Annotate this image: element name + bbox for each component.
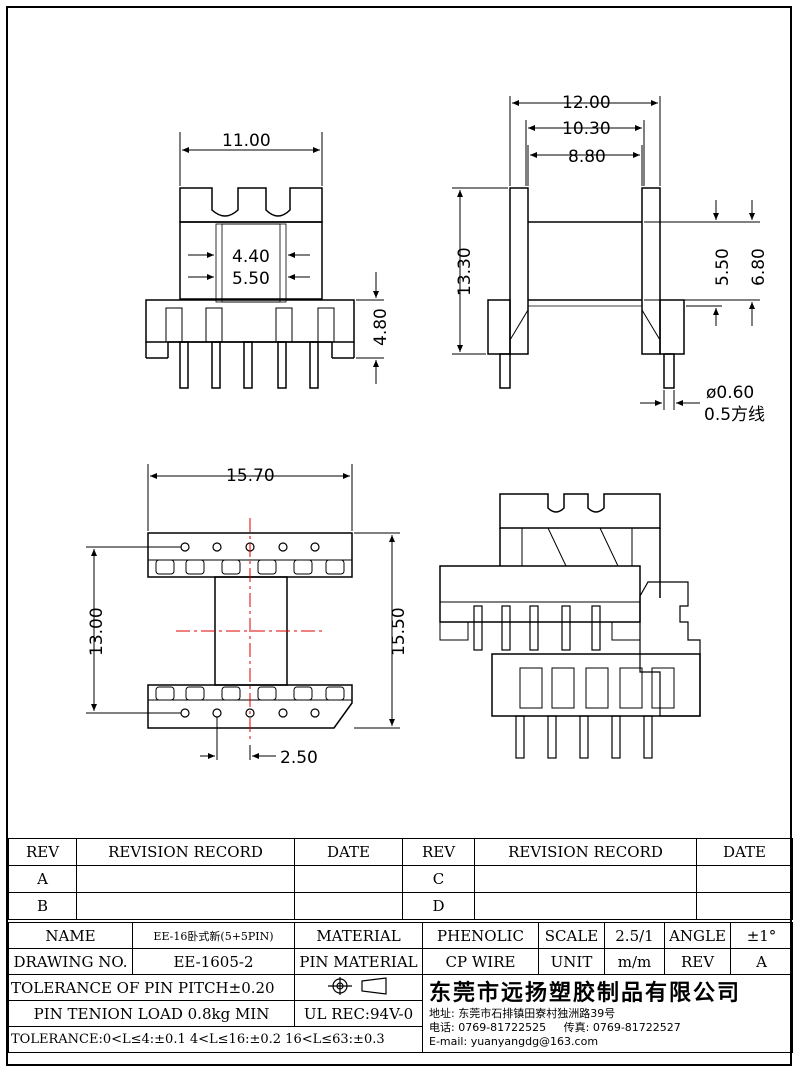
name-value: EE-16卧式新(5+5PIN): [132, 922, 295, 949]
unit-label: UNIT: [538, 948, 605, 975]
company-name: 东莞市远扬塑胶制品有限公司: [429, 981, 742, 1006]
dim-base-height: 4.80: [371, 308, 391, 346]
drawing-frame: [6, 6, 792, 1066]
ul-rec: UL REC:94V-0: [294, 1000, 423, 1027]
date-cell: [294, 892, 403, 920]
pin-tension-load: PIN TENION LOAD 0.8kg MIN: [8, 1000, 295, 1027]
record-cell: [76, 865, 295, 893]
front-view: [145, 187, 355, 389]
dim-width-1570: 15.70: [226, 466, 275, 486]
date-cell: [696, 865, 793, 893]
company-phone-fax: 电话: 0769-81722525 传真: 0769-81722527: [429, 1021, 790, 1035]
date-header-2: DATE: [696, 838, 793, 866]
company-email: E-mail: yuanyangdg@163.com: [429, 1035, 599, 1048]
dim-inner-top: 4.40: [232, 247, 270, 267]
projection-symbol: [294, 974, 423, 1001]
dim-pin-square: 0.5方线: [704, 405, 765, 425]
pin-material-label: PIN MATERIAL: [294, 948, 423, 975]
company-block: 东莞市远扬塑胶制品有限公司 地址: 东莞市石排镇田寮村独洲路39号 电话: 07…: [422, 974, 793, 1053]
table-row: A C: [8, 865, 793, 893]
dim-pitch-250: 2.50: [280, 748, 318, 768]
material-label: MATERIAL: [294, 922, 423, 949]
record-cell: [76, 892, 295, 920]
date-cell: [696, 892, 793, 920]
dim-outer-12: 12.00: [562, 93, 611, 113]
revision-table: REV REVISION RECORD DATE REV REVISION RE…: [8, 838, 793, 920]
rev-header: REV: [8, 838, 77, 866]
rev-label: REV: [664, 948, 731, 975]
dim-mid-1030: 10.30: [562, 119, 611, 139]
revision-header-row: REV REVISION RECORD DATE REV REVISION RE…: [8, 838, 793, 866]
dim-outer-h-680: 6.80: [749, 248, 769, 286]
rev-value: A: [730, 948, 793, 975]
projection-icon: [327, 976, 387, 995]
revision-record-header-2: REVISION RECORD: [474, 838, 697, 866]
dim-inner-880: 8.80: [568, 147, 606, 167]
rev-header-2: REV: [402, 838, 475, 866]
company-phone: 电话: 0769-81722525: [429, 1021, 547, 1034]
dim-pin-diameter: ø0.60: [706, 383, 754, 403]
scale-label: SCALE: [538, 922, 605, 949]
record-cell: [474, 892, 697, 920]
title-block: NAME EE-16卧式新(5+5PIN) MATERIAL PHENOLIC …: [8, 922, 793, 1053]
angle-value: ±1°: [730, 922, 793, 949]
tolerance-pin-pitch: TOLERANCE OF PIN PITCH±0.20: [8, 974, 295, 1001]
angle-label: ANGLE: [664, 922, 731, 949]
dim-inner-bottom: 5.50: [232, 269, 270, 289]
unit-value: m/m: [604, 948, 665, 975]
dim-outer-h-1550: 15.50: [389, 607, 409, 656]
company-address: 地址: 东莞市石排镇田寮村独洲路39号: [429, 1007, 616, 1020]
date-cell: [294, 865, 403, 893]
company-fax: 传真: 0769-81722527: [563, 1021, 681, 1034]
table-row: B D: [8, 892, 793, 920]
rev-cell: C: [402, 865, 475, 893]
dim-height-1330: 13.30: [455, 247, 475, 296]
technical-drawing: 11.00 4.40 5.50 4.80 12.00 10.30 8.80 13…: [86, 93, 769, 768]
dim-inner-h-1300: 13.00: [87, 607, 107, 656]
rev-cell: D: [402, 892, 475, 920]
rev-cell: B: [8, 892, 77, 920]
tolerance-ranges: TOLERANCE:0<L≤4:±0.1 4<L≤16:±0.2 16<L≤63…: [8, 1026, 423, 1053]
center-lines: [176, 518, 326, 742]
material-value: PHENOLIC: [422, 922, 539, 949]
record-cell: [474, 865, 697, 893]
side-view: [487, 187, 685, 389]
revision-record-header: REVISION RECORD: [76, 838, 295, 866]
date-header: DATE: [294, 838, 403, 866]
dim-width-11: 11.00: [222, 131, 271, 151]
scale-value: 2.5/1: [604, 922, 665, 949]
drawing-no-value: EE-1605-2: [132, 948, 295, 975]
drawing-no-label: DRAWING NO.: [8, 948, 133, 975]
pin-material-value: CP WIRE: [422, 948, 539, 975]
dim-inner-h-550: 5.50: [713, 248, 733, 286]
rev-cell: A: [8, 865, 77, 893]
isometric-view: [439, 493, 701, 759]
name-label: NAME: [8, 922, 133, 949]
